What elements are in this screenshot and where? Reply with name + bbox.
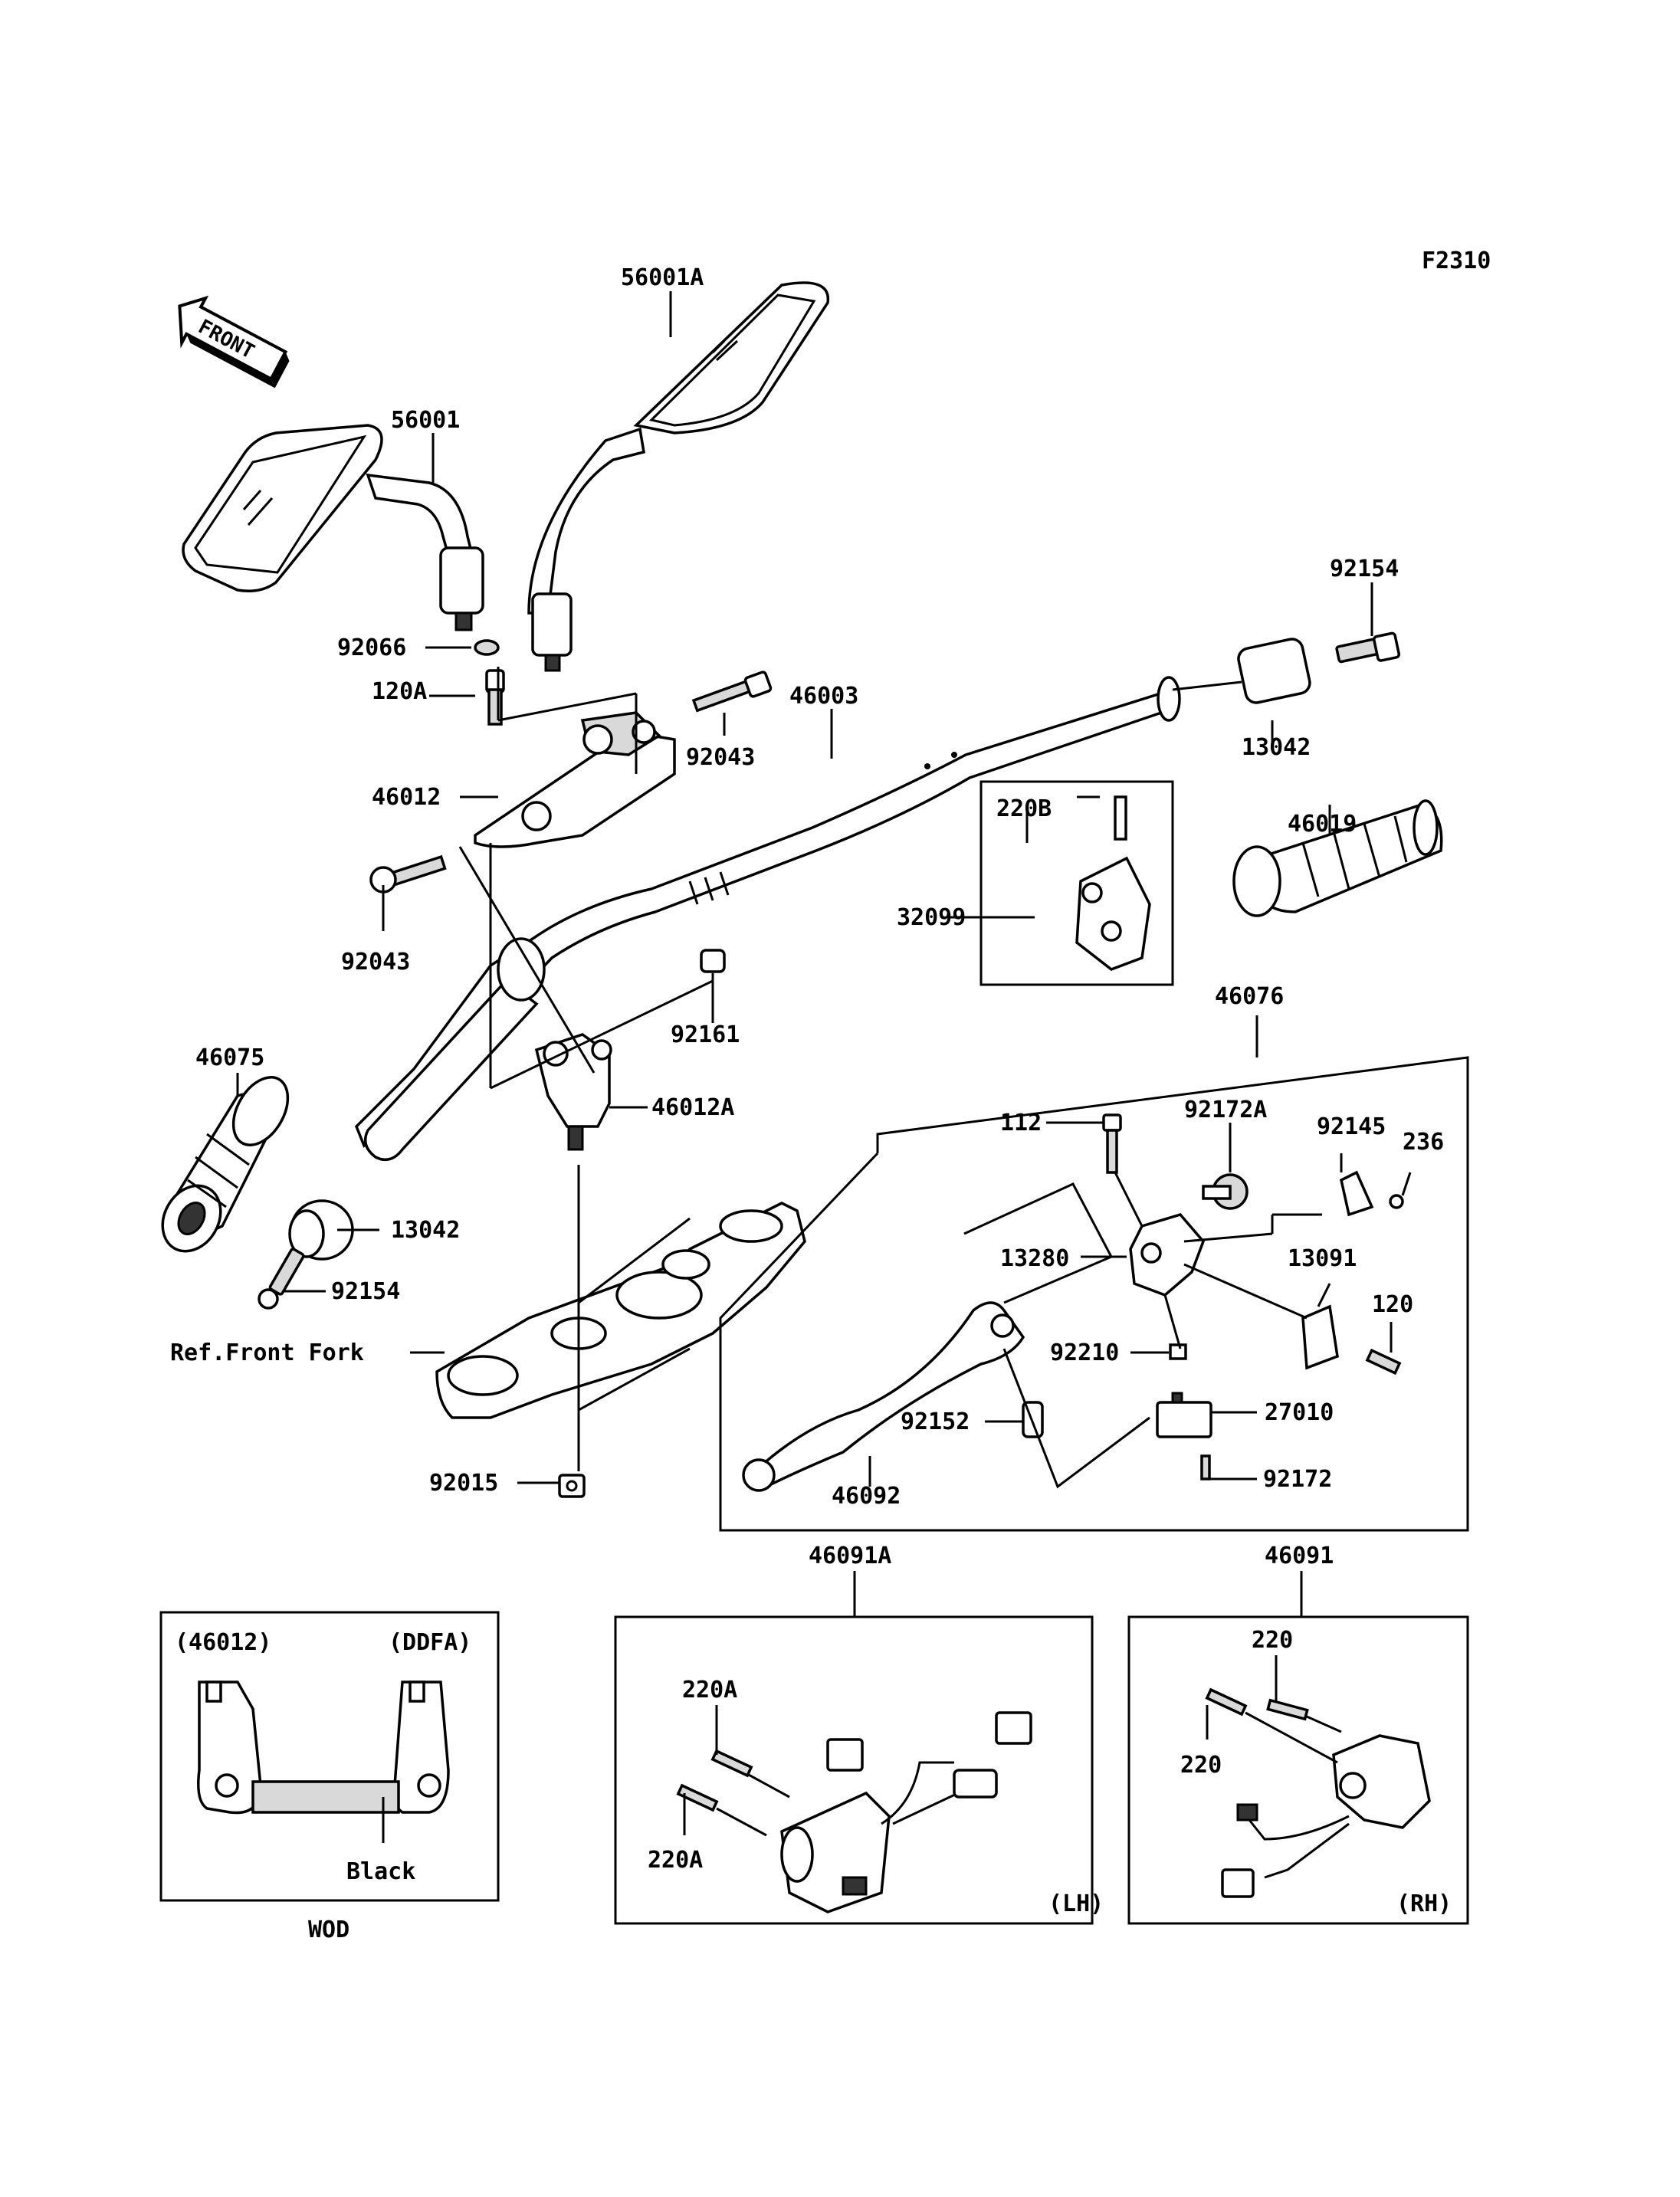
bar-end-weight-left bbox=[288, 1199, 354, 1261]
lever-reference-lines bbox=[963, 1172, 1322, 1489]
grip-left-46075 bbox=[161, 1076, 290, 1253]
handlebar-holder-upper bbox=[474, 711, 676, 848]
bar-end-weight-right bbox=[1237, 638, 1311, 704]
lh-side-label: (LH) bbox=[1048, 1890, 1104, 1917]
label-220B: 220B bbox=[996, 795, 1052, 822]
bolt-120A-icon bbox=[485, 669, 505, 726]
box-32099 bbox=[979, 780, 1174, 986]
inset-rh-box bbox=[1127, 1615, 1469, 1925]
label-120A: 120A bbox=[372, 678, 427, 705]
wod-label-right: (DDFA) bbox=[389, 1629, 471, 1656]
handlebar-holder-lower bbox=[534, 1033, 612, 1151]
bolt-92154-top-icon bbox=[1335, 631, 1401, 664]
label-ref-front-fork: Ref.Front Fork bbox=[170, 1340, 364, 1366]
label-46091: 46091 bbox=[1265, 1543, 1334, 1569]
nut-92210-icon bbox=[1169, 1343, 1187, 1360]
grip-right-46019 bbox=[1232, 799, 1443, 917]
switch-27010 bbox=[1156, 1392, 1212, 1438]
pivot-bolt-112-icon bbox=[1102, 1113, 1122, 1174]
label-92043-top: 92043 bbox=[686, 744, 755, 771]
switch-housing-32099 bbox=[1075, 795, 1151, 971]
wod-label-left: (46012) bbox=[175, 1629, 271, 1656]
screws-220A-lh bbox=[676, 1749, 790, 1837]
label-92066: 92066 bbox=[337, 635, 406, 661]
bolt-92154-bottom-icon bbox=[258, 1248, 305, 1310]
label-120: 120 bbox=[1372, 1291, 1413, 1318]
label-236: 236 bbox=[1403, 1129, 1444, 1156]
label-220A-bottom: 220A bbox=[648, 1847, 703, 1874]
label-27010: 27010 bbox=[1265, 1399, 1334, 1426]
mirror-left bbox=[182, 424, 484, 631]
lever-bracket bbox=[1129, 1212, 1206, 1297]
wod-color-label: Black bbox=[346, 1858, 415, 1885]
wod-holder-drawing bbox=[197, 1681, 450, 1843]
label-13042-bottom: 13042 bbox=[391, 1217, 460, 1244]
wod-caption: WOD bbox=[308, 1917, 349, 1943]
label-92152: 92152 bbox=[901, 1408, 970, 1435]
label-112: 112 bbox=[1000, 1110, 1042, 1136]
label-220A-top: 220A bbox=[682, 1677, 737, 1703]
screws-220-rh bbox=[1205, 1687, 1342, 1764]
mirror-right bbox=[527, 281, 830, 672]
label-92210: 92210 bbox=[1050, 1340, 1119, 1366]
reference-lines bbox=[429, 667, 1242, 1471]
switch-housing-lh bbox=[780, 1711, 1032, 1913]
clip-92145-icon bbox=[1339, 1170, 1374, 1217]
screw-236-icon bbox=[1389, 1194, 1404, 1209]
label-46012: 46012 bbox=[372, 784, 441, 811]
part-labels: 56001A 56001 92154 92066 120A 46003 9204… bbox=[170, 264, 1444, 1874]
label-13280: 13280 bbox=[1000, 1245, 1069, 1272]
handlebar bbox=[354, 676, 1181, 1162]
label-92161: 92161 bbox=[671, 1021, 740, 1048]
leader-lines bbox=[236, 291, 1412, 1835]
figure-code: F2310 bbox=[1422, 248, 1491, 274]
label-46003: 46003 bbox=[789, 683, 858, 710]
rh-side-label: (RH) bbox=[1396, 1890, 1452, 1917]
label-92015: 92015 bbox=[429, 1470, 498, 1497]
clutch-lever-46092 bbox=[742, 1301, 1025, 1492]
label-32099: 32099 bbox=[897, 904, 966, 931]
label-92043-left: 92043 bbox=[341, 949, 410, 976]
adjuster-92172A-icon bbox=[1202, 1173, 1249, 1210]
label-220-top: 220 bbox=[1252, 1627, 1293, 1654]
label-92154-bottom: 92154 bbox=[331, 1278, 400, 1305]
screw-120-icon bbox=[1365, 1348, 1402, 1376]
washer-92066-icon bbox=[474, 639, 500, 656]
label-92145: 92145 bbox=[1317, 1113, 1386, 1140]
label-13042-top: 13042 bbox=[1242, 734, 1311, 761]
screw-92172-icon bbox=[1200, 1454, 1211, 1481]
label-220-left: 220 bbox=[1180, 1752, 1222, 1779]
label-46019: 46019 bbox=[1288, 811, 1357, 838]
label-46076: 46076 bbox=[1215, 983, 1284, 1010]
label-56001A: 56001A bbox=[621, 264, 704, 291]
label-46012A: 46012A bbox=[651, 1094, 734, 1121]
nut-92015-icon bbox=[558, 1474, 586, 1498]
switch-housing-rh bbox=[1221, 1734, 1431, 1898]
clamp-13091 bbox=[1301, 1304, 1339, 1370]
bolt-92043-top-icon bbox=[691, 671, 773, 713]
label-46092: 46092 bbox=[832, 1483, 901, 1510]
bolt-92043-left-icon bbox=[369, 854, 447, 894]
box-46076 bbox=[719, 1056, 1469, 1532]
label-92172: 92172 bbox=[1263, 1466, 1332, 1493]
label-46075: 46075 bbox=[195, 1044, 264, 1071]
label-46091A: 46091A bbox=[809, 1543, 891, 1569]
label-92172A: 92172A bbox=[1184, 1097, 1267, 1123]
label-56001: 56001 bbox=[391, 407, 460, 434]
fork-top-bracket bbox=[435, 1202, 806, 1419]
cap-92161-icon bbox=[700, 949, 726, 973]
label-13091: 13091 bbox=[1288, 1245, 1357, 1272]
inset-wod-box bbox=[159, 1611, 500, 1902]
front-arrow-icon: FRONT bbox=[178, 295, 290, 389]
label-92154-top: 92154 bbox=[1330, 556, 1399, 582]
